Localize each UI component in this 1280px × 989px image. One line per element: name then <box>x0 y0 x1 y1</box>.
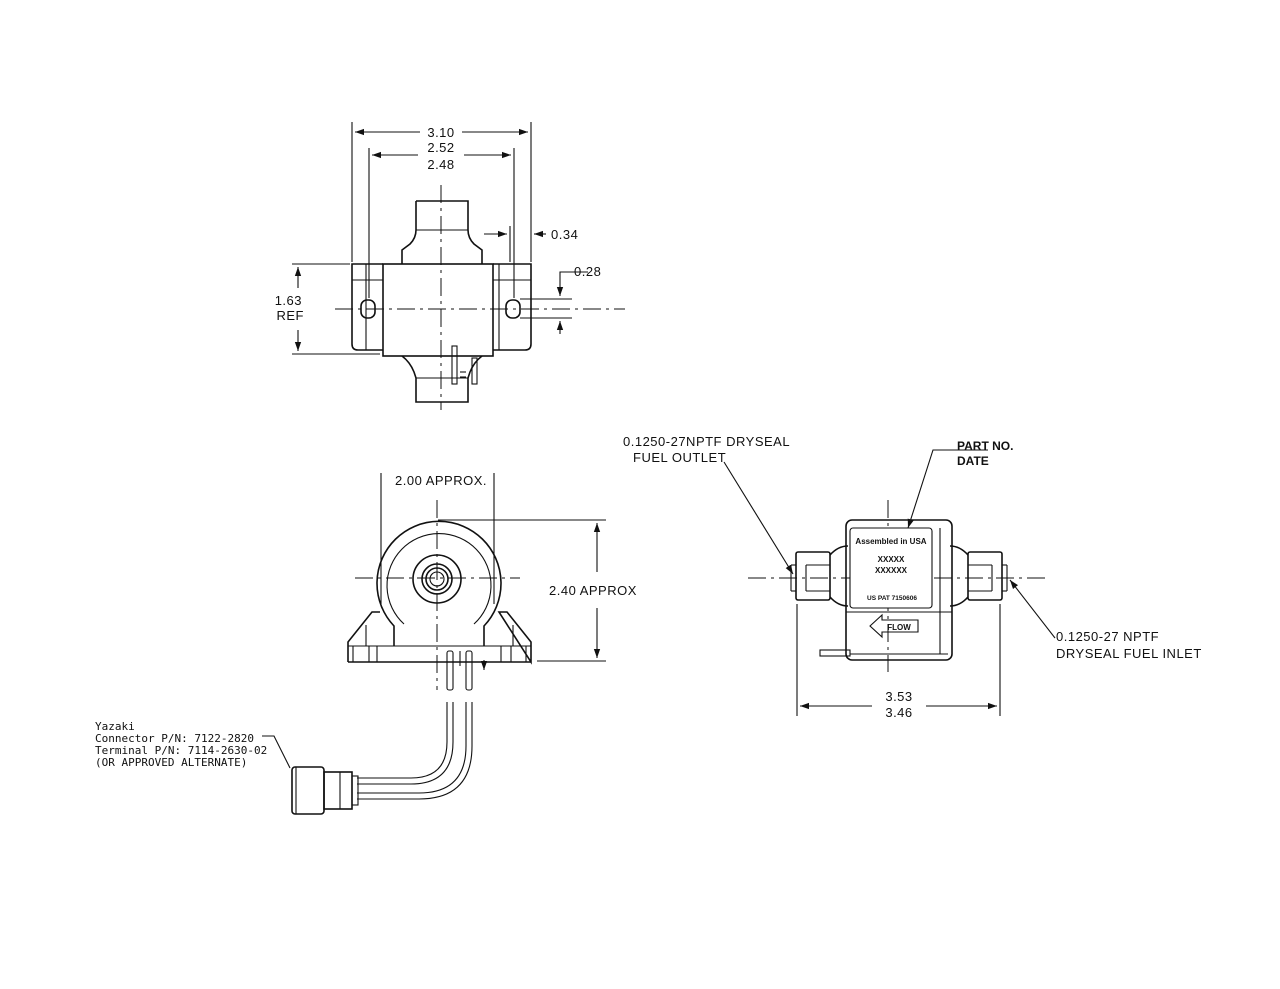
label-patent: US PAT 7150606 <box>867 595 917 602</box>
outlet-note-thread: 0.1250-27NPTF DRYSEAL <box>623 434 790 449</box>
part-label-partno: PART NO. <box>957 439 1013 453</box>
dim-overall-width: 3.10 <box>427 125 454 140</box>
dim-length-max: 3.53 <box>885 689 912 704</box>
flow-arrow-icon <box>869 613 919 639</box>
inlet-note-thread: 0.1250-27 NPTF <box>1056 629 1159 644</box>
flow-label: FLOW <box>887 623 911 632</box>
connector-note-alternate: (OR APPROVED ALTERNATE) <box>95 756 247 769</box>
dim-length-min: 3.46 <box>885 705 912 720</box>
outlet-note-name: FUEL OUTLET <box>633 450 726 465</box>
front-view: Yazaki Connector P/N: 7122-2820 Terminal… <box>95 473 637 815</box>
label-date: XXXXXX <box>875 566 908 575</box>
connector-note-connector: Connector P/N: 7122-2820 <box>95 732 254 745</box>
part-label-date: DATE <box>957 454 989 468</box>
dim-mount-min: 2.48 <box>427 157 454 172</box>
dim-height-approx: 2.40 APPROX <box>549 583 637 598</box>
dim-height: 1.63 <box>275 293 302 308</box>
connector-note-brand: Yazaki <box>95 720 135 733</box>
dim-mount-max: 2.52 <box>427 140 454 155</box>
connector-note-terminal: Terminal P/N: 7114-2630-02 <box>95 744 267 757</box>
inlet-note-name: DRYSEAL FUEL INLET <box>1056 646 1202 661</box>
side-view: Assembled in USA XXXXX XXXXXX US PAT 715… <box>623 434 1202 720</box>
dim-slot: 0.28 <box>574 264 601 279</box>
top-view: 3.10 2.52 2.48 0.34 0.28 1.63 REF <box>275 122 625 410</box>
dim-flange: 0.34 <box>551 227 578 242</box>
label-assembled: Assembled in USA <box>855 537 926 546</box>
dim-width-approx: 2.00 APPROX. <box>395 473 487 488</box>
dim-height-ref: REF <box>277 308 305 323</box>
label-part: XXXXX <box>878 555 905 564</box>
